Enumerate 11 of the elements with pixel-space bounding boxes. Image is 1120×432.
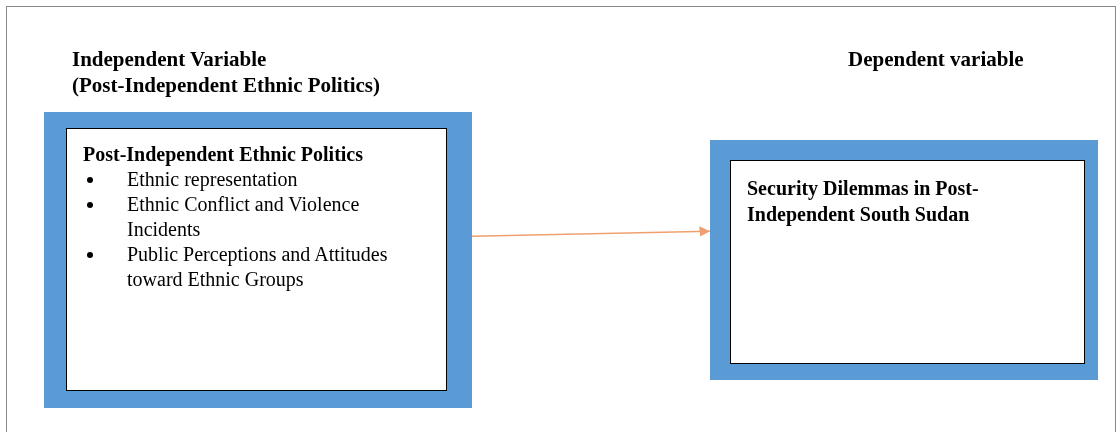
bullet-item: Ethnic representation bbox=[127, 168, 298, 190]
bullet-item: Public Perceptions and Attitudes toward Ethnic Groups bbox=[127, 243, 388, 290]
heading-text: Dependent variable bbox=[848, 46, 1025, 72]
bullet-item: Ethnic Conflict and Violence Incidents bbox=[127, 193, 360, 240]
framed-box bbox=[44, 112, 472, 408]
framed-box bbox=[710, 140, 1098, 380]
arrow bbox=[471, 226, 711, 238]
heading-text: Independent Variable bbox=[72, 46, 268, 72]
heading-text: (Post-Independent Ethnic Politics) bbox=[72, 72, 381, 98]
box-heading: Security Dilemmas in Post-Independent South Sudan bbox=[747, 176, 980, 227]
box-heading: Post-Independent Ethnic Politics bbox=[83, 142, 365, 167]
